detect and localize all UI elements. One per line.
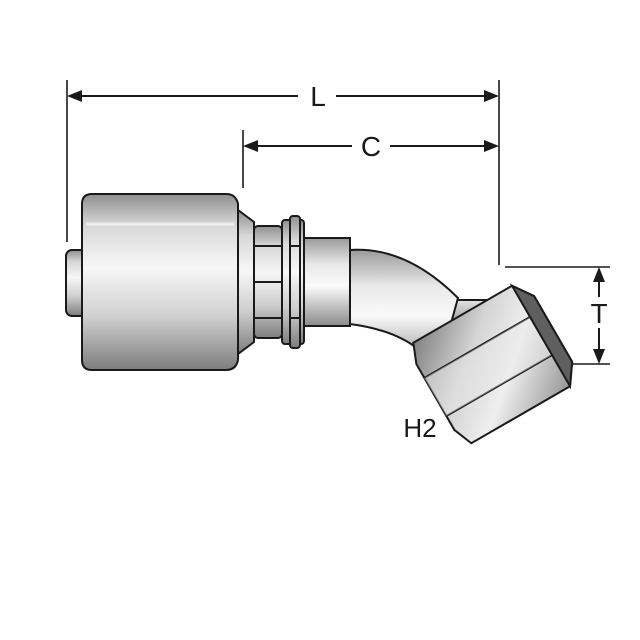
arrowhead-l-left (67, 90, 82, 102)
label-h2: H2 (403, 413, 436, 443)
arrowhead-c-right (484, 140, 499, 152)
arrowhead-l-right (484, 90, 499, 102)
dimension-l: L (66, 80, 500, 265)
tube-straight (303, 237, 351, 327)
hose-fitting: H2 (65, 193, 574, 445)
dimension-t: T (505, 266, 610, 365)
label-t: T (590, 298, 607, 329)
label-c: C (361, 131, 381, 162)
arrowhead-t-top (593, 267, 605, 282)
ferrule-neck (237, 208, 255, 356)
dimension-c: C (242, 130, 499, 188)
swivel-nut-hex (412, 283, 574, 445)
flange-washer (281, 215, 305, 349)
ferrule-socket (81, 193, 239, 371)
label-l: L (310, 81, 326, 112)
arrowhead-c-left (243, 140, 258, 152)
arrowhead-t-bottom (593, 349, 605, 364)
collar-hex (253, 225, 283, 339)
